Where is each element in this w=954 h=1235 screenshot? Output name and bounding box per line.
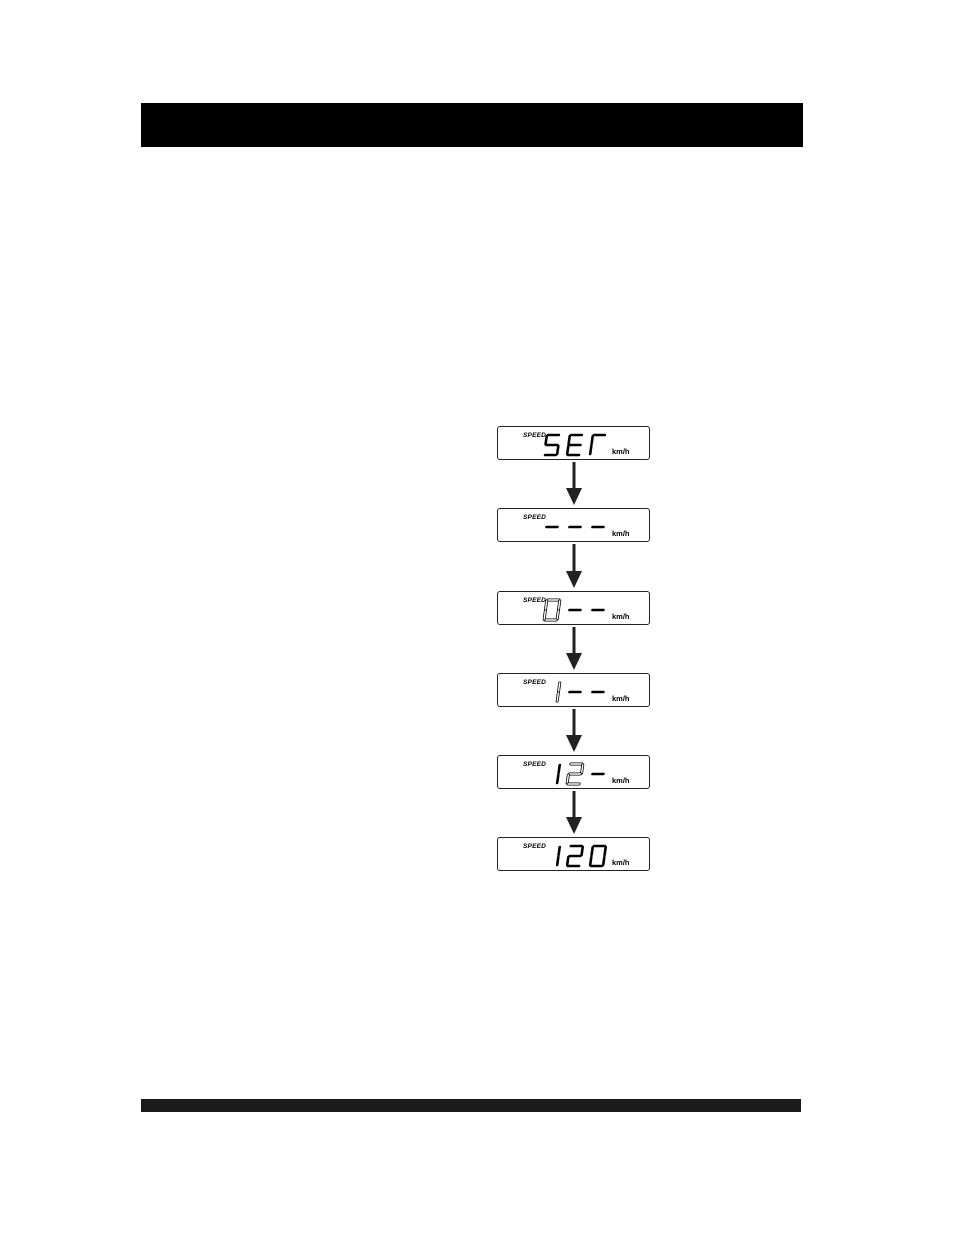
lcd-display-enter-1: SPEED km/h bbox=[497, 673, 650, 707]
segment-f bbox=[590, 434, 595, 446]
lcd-display-set: SPEED km/h bbox=[497, 426, 650, 460]
digit-3 bbox=[588, 844, 608, 868]
segment-c bbox=[555, 855, 560, 867]
digit-1 bbox=[542, 598, 562, 622]
segment-f bbox=[567, 434, 572, 446]
unit-label: km/h bbox=[612, 776, 630, 785]
digit-1 bbox=[555, 845, 562, 867]
segment-e bbox=[565, 444, 570, 456]
down-arrow-icon bbox=[566, 462, 582, 505]
down-arrow-icon bbox=[566, 544, 582, 588]
lcd-display-final: SPEED km/h bbox=[497, 837, 650, 871]
digit-1 bbox=[543, 433, 561, 457]
unit-label: km/h bbox=[612, 694, 630, 703]
footer-bar bbox=[141, 1099, 801, 1112]
seven-segment-digits bbox=[543, 433, 607, 457]
segment-b bbox=[603, 845, 608, 857]
segment-f bbox=[544, 600, 548, 610]
digit-2 bbox=[565, 762, 585, 786]
segment-b bbox=[580, 764, 584, 774]
unit-label: km/h bbox=[612, 529, 630, 538]
segment-e bbox=[565, 855, 570, 867]
header-bar bbox=[141, 103, 803, 147]
segment-b bbox=[557, 845, 562, 857]
segment-c bbox=[555, 773, 560, 785]
segment-b bbox=[580, 845, 585, 857]
speed-label: SPEED bbox=[523, 761, 547, 768]
speed-label: SPEED bbox=[523, 843, 547, 850]
segment-c bbox=[601, 855, 606, 867]
lcd-display-enter-12: SPEED km/h bbox=[497, 755, 650, 789]
segment-b bbox=[557, 600, 561, 610]
speed-label: SPEED bbox=[523, 679, 547, 686]
down-arrow-icon bbox=[566, 709, 582, 752]
down-arrow-icon bbox=[566, 791, 582, 834]
unit-label: km/h bbox=[612, 858, 630, 867]
seven-segment-digits bbox=[555, 844, 608, 868]
lcd-display-enter-0: SPEED km/h bbox=[497, 591, 650, 625]
segment-b bbox=[557, 682, 561, 692]
segment-e bbox=[566, 774, 570, 784]
digit-2 bbox=[565, 844, 585, 868]
segment-f bbox=[590, 845, 595, 857]
segment-c bbox=[556, 692, 560, 702]
down-arrow-icon bbox=[566, 627, 582, 670]
seven-segment-digits bbox=[555, 762, 605, 786]
digit-3 bbox=[588, 433, 607, 456]
speed-label: SPEED bbox=[523, 514, 547, 521]
speed-label: SPEED bbox=[523, 597, 547, 604]
unit-label: km/h bbox=[612, 612, 630, 621]
digit-1 bbox=[555, 681, 562, 703]
segment-c bbox=[555, 444, 560, 456]
segment-b bbox=[557, 763, 562, 775]
segment-e bbox=[588, 444, 593, 456]
unit-label: km/h bbox=[612, 447, 630, 456]
seven-segment-digits bbox=[545, 525, 605, 529]
seven-segment-digits bbox=[542, 598, 605, 622]
segment-e bbox=[588, 855, 593, 867]
speed-label: SPEED bbox=[523, 432, 547, 439]
segment-c bbox=[556, 610, 560, 620]
seven-segment-digits bbox=[555, 681, 605, 703]
digit-2 bbox=[565, 433, 584, 457]
lcd-display-blank: SPEED km/h bbox=[497, 508, 650, 542]
segment-e bbox=[543, 610, 547, 620]
segment-f bbox=[544, 434, 549, 446]
digit-1 bbox=[555, 763, 562, 785]
